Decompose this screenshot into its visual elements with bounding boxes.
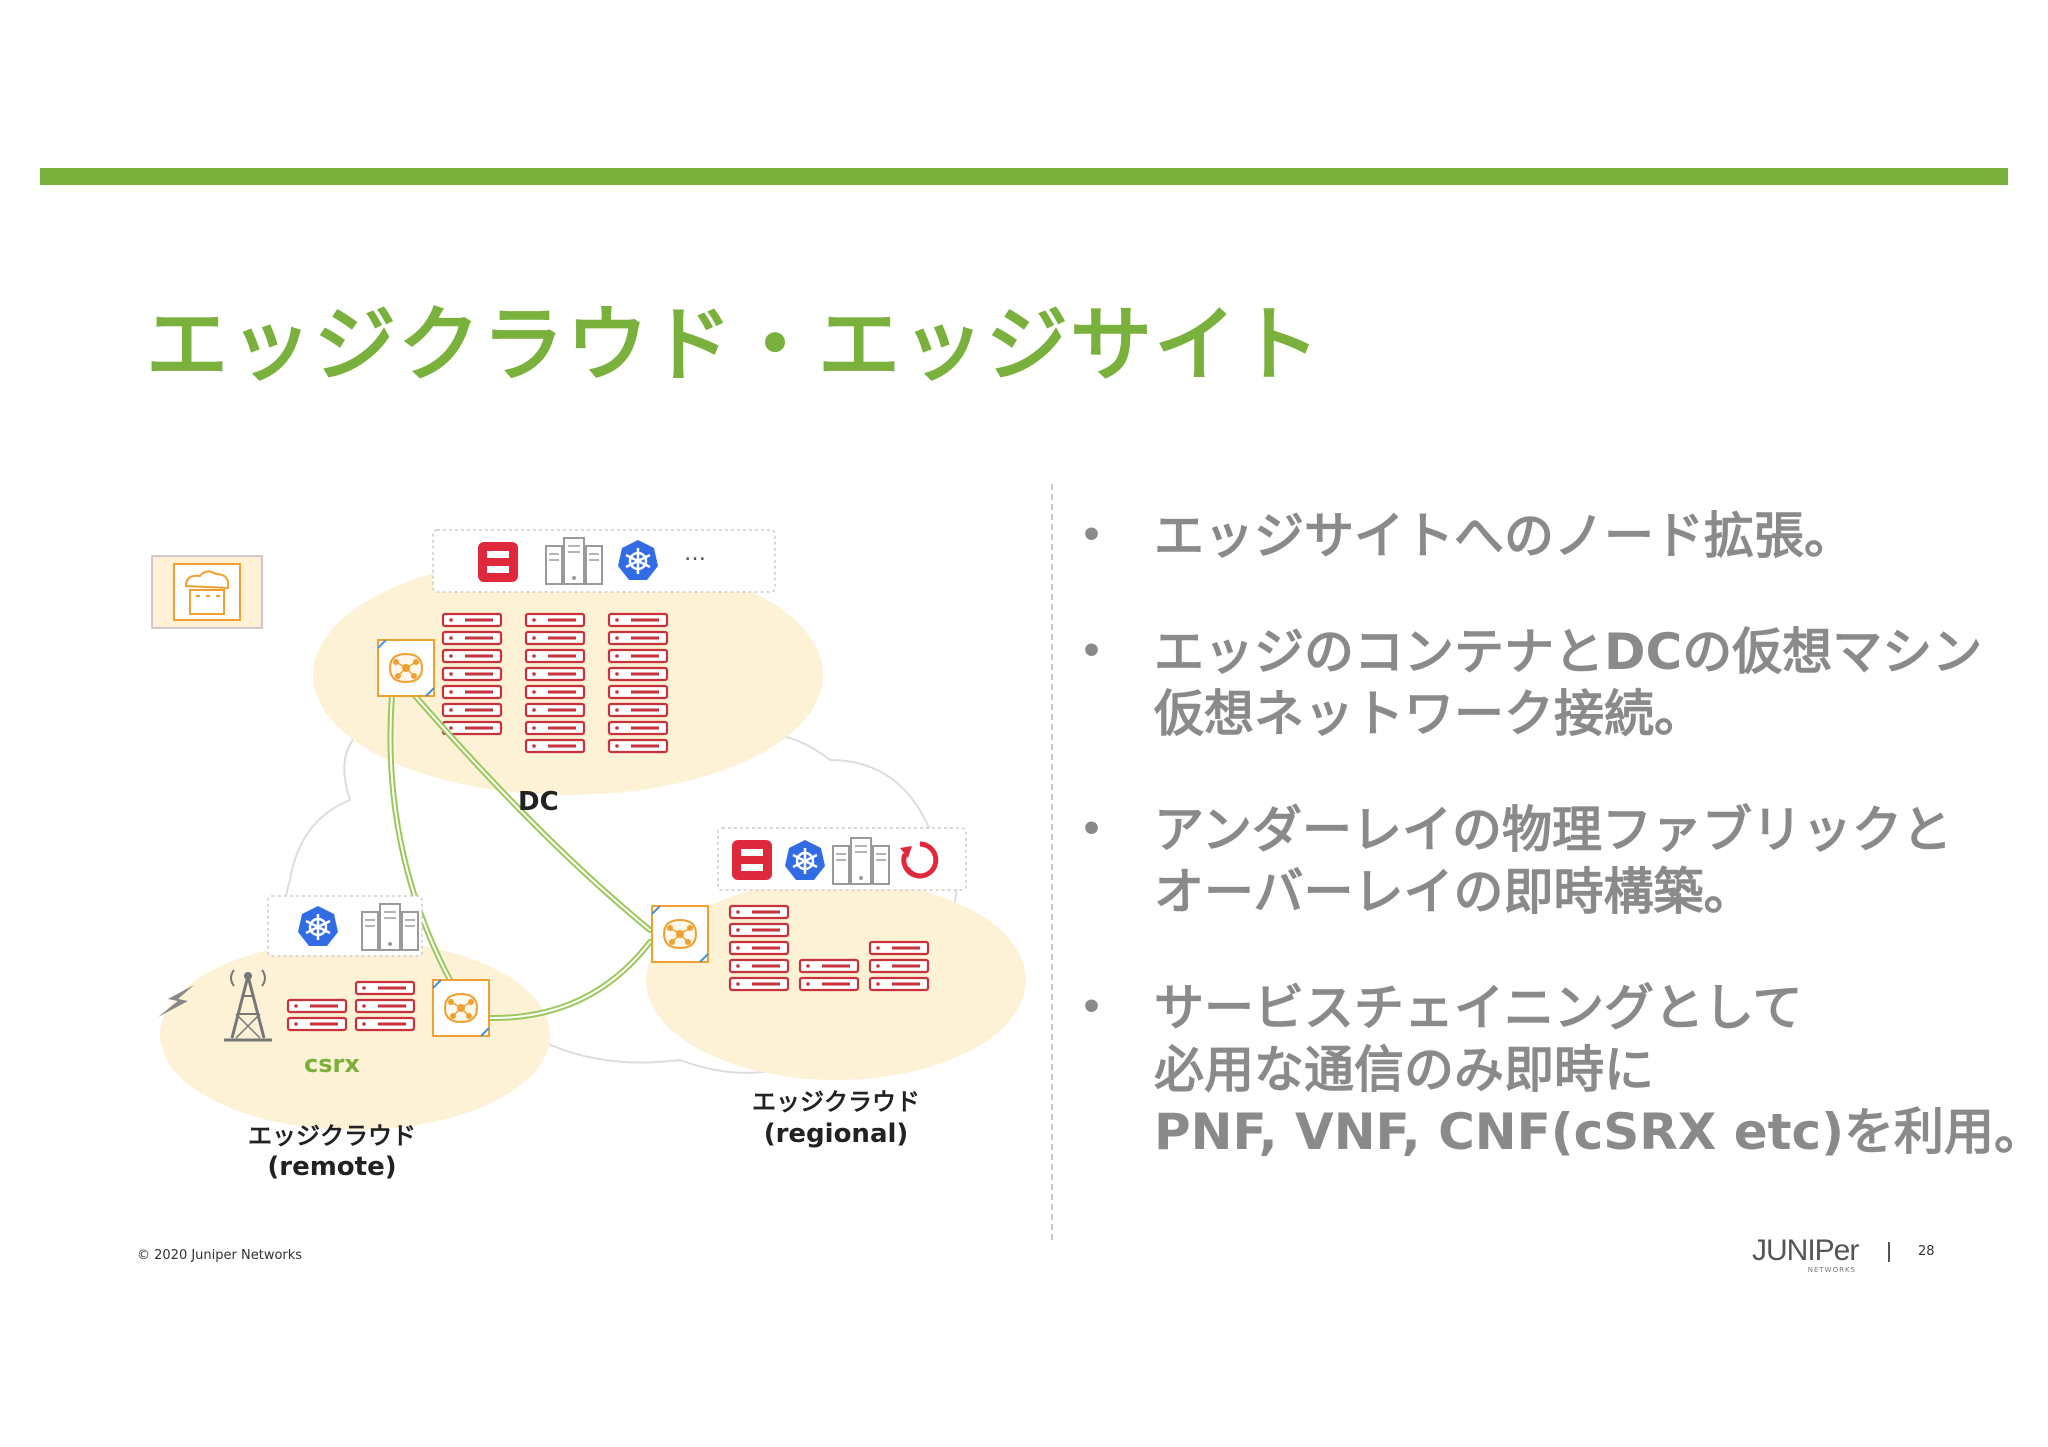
bullet-text: アンダーレイの物理ファブリックと — [1154, 801, 1952, 859]
refresh-icon — [900, 841, 939, 879]
logo-text: JUNIPer — [1752, 1234, 1859, 1267]
bullet-marker: • — [1080, 987, 1104, 1028]
page-number: 28 — [1918, 1244, 1935, 1259]
bullet-item: • アンダーレイの物理ファブリックと オーバーレイの即時構築。 — [1080, 799, 2030, 923]
bullet-item: • エッジサイトへのノード拡張。 — [1080, 505, 2030, 567]
bullet-text: エッジサイトへのノード拡張。 — [1154, 507, 1854, 565]
regional-network-node-icon — [651, 905, 709, 963]
edge-site-legend-icon — [151, 555, 263, 629]
dc-platform-bar: … — [432, 529, 776, 593]
regional-label-line1: エッジクラウド — [752, 1088, 920, 1116]
column-divider — [1051, 484, 1053, 1240]
csrx-label: csrx — [304, 1050, 360, 1078]
openstack-icon — [732, 840, 772, 880]
regional-label-line2: (regional) — [764, 1119, 909, 1149]
bullet-text: エッジのコンテナとDCの仮想マシン — [1154, 623, 1983, 681]
bullet-marker: • — [1080, 515, 1104, 556]
bullet-text: 仮想ネットワーク接続。 — [1154, 685, 1704, 743]
remote-platform-bar — [267, 895, 423, 957]
cell-tower-icon — [224, 969, 272, 1042]
remote-label-line1: エッジクラウド — [248, 1122, 416, 1150]
openstack-icon — [478, 542, 518, 582]
overlay-links — [387, 687, 653, 1022]
top-accent-bar — [40, 168, 2008, 185]
bullet-list: • エッジサイトへのノード拡張。 • エッジのコンテナとDCの仮想マシン 仮想ネ… — [1080, 505, 2045, 1217]
bullet-text: PNF, VNF, CNF(cSRX etc)を利用。 — [1154, 1103, 2045, 1161]
slide-title: エッジクラウド・エッジサイト — [146, 298, 1323, 393]
regional-platform-bar — [717, 827, 967, 891]
lightning-icon — [158, 985, 194, 1017]
bullet-text: 必用な通信のみ即時に — [1154, 1041, 1654, 1099]
bullet-marker: • — [1080, 631, 1104, 672]
dc-label: DC — [518, 787, 559, 817]
bullet-item: • サービスチェイニングとして 必用な通信のみ即時に PNF, VNF, CNF… — [1080, 977, 2045, 1163]
dc-more-ellipsis: … — [684, 541, 706, 566]
footer-separator — [1888, 1242, 1890, 1262]
bullet-text: サービスチェイニングとして — [1154, 979, 1803, 1037]
dc-network-node-icon — [377, 639, 435, 697]
bullet-marker: • — [1080, 809, 1104, 850]
logo-subtext: NETWORKS — [1807, 1266, 1856, 1274]
remote-label-line2: (remote) — [267, 1152, 396, 1182]
bullet-text: オーバーレイの即時構築。 — [1154, 863, 1754, 921]
juniper-logo: JUNIPer NETWORKS — [1752, 1234, 1862, 1275]
remote-network-node-icon — [432, 979, 490, 1037]
bullet-item: • エッジのコンテナとDCの仮想マシン 仮想ネットワーク接続。 — [1080, 621, 2030, 745]
copyright-text: © 2020 Juniper Networks — [137, 1248, 303, 1263]
remote-zone — [160, 940, 550, 1130]
